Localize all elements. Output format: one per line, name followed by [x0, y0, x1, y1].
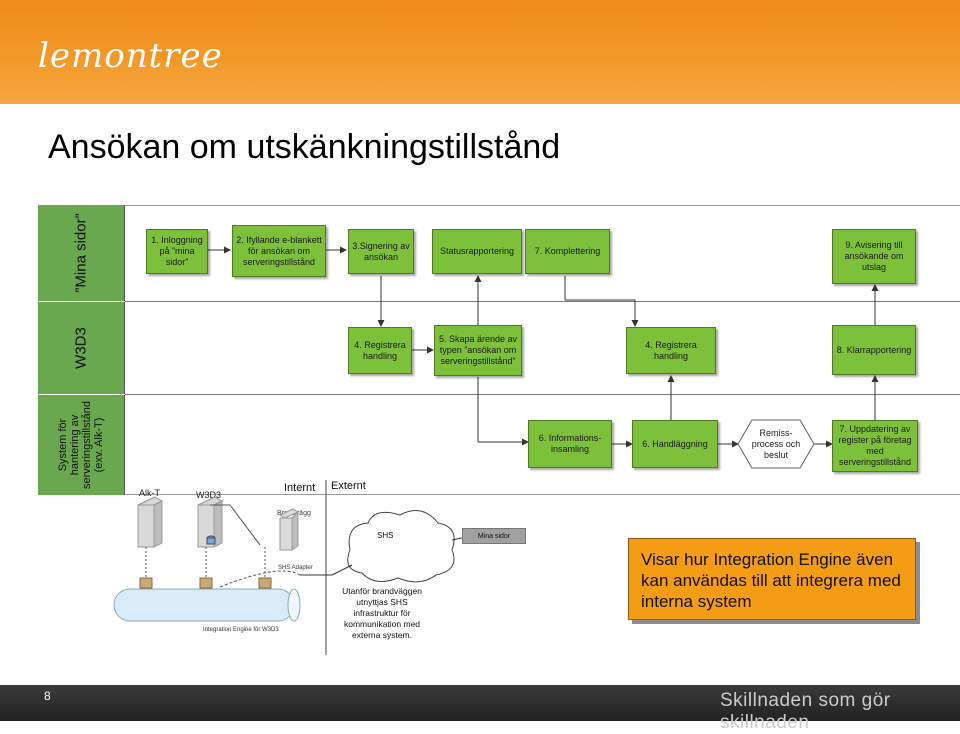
footer-bar — [0, 685, 960, 721]
lane-label-w3d3: W3D3 — [38, 302, 125, 394]
lane-label-system: System för hantering av serveringstillst… — [38, 395, 125, 495]
page-number: 8 — [44, 689, 51, 703]
mina-sidor-node: Mina sidor — [462, 528, 526, 544]
label-adapter: SHS Adapter — [278, 565, 313, 571]
step-sign: 3.Signering av ansökan — [348, 229, 414, 274]
step-handlaggning: 6. Handläggning — [632, 420, 718, 468]
integration-sketch — [113, 480, 476, 655]
step-info-gathering: 6. Informations-insamling — [528, 420, 612, 468]
step-register-2: 4. Registrera handling — [626, 327, 716, 374]
step-update-register: 7. Uppdatering av register på företag me… — [832, 420, 918, 472]
label-integration-engine: Integration Engine för W3D3 — [203, 627, 279, 633]
server-label-w3d3: W3D3 — [196, 490, 222, 500]
firewall-explanation: Utanför brandväggen utnyttjas SHS infras… — [342, 586, 422, 640]
step-remiss: Remiss-process och beslut — [751, 427, 801, 460]
server-label-alkt: Alk-T — [139, 488, 160, 498]
page-title: Ansökan om utskänkningstillstånd — [48, 128, 561, 166]
label-internt: Internt — [284, 482, 316, 494]
lane-divider — [125, 394, 960, 395]
info-note: Visar hur Integration Engine även kan an… — [628, 538, 916, 620]
step-register: 4. Registrera handling — [348, 327, 412, 374]
label-externt: Externt — [331, 480, 366, 492]
brand-tagline: Skillnaden som gör skillnaden — [720, 690, 891, 733]
step-fill-form: 2. Ifyllande e-blankett för ansökan om s… — [232, 225, 326, 277]
header-bar — [0, 0, 960, 104]
step-login: 1. Inloggning på ”mina sidor” — [146, 229, 208, 274]
lane-label-mina-sidor: ”Mina sidor” — [38, 205, 125, 301]
label-shs: SHS — [377, 531, 394, 540]
step-create-case: 5. Skapa ärende av typen ”ansökan om ser… — [434, 325, 522, 376]
step-klarrapport: 8. Klarrapportering — [832, 325, 916, 375]
step-status: Statusrapportering — [432, 229, 522, 274]
step-avisering: 9. Avisering till ansökande om utslag — [832, 229, 916, 284]
lane-divider — [125, 301, 960, 302]
step-komplettering: 7. Komplettering — [525, 229, 610, 274]
brand-logo: lemontree — [38, 36, 223, 76]
